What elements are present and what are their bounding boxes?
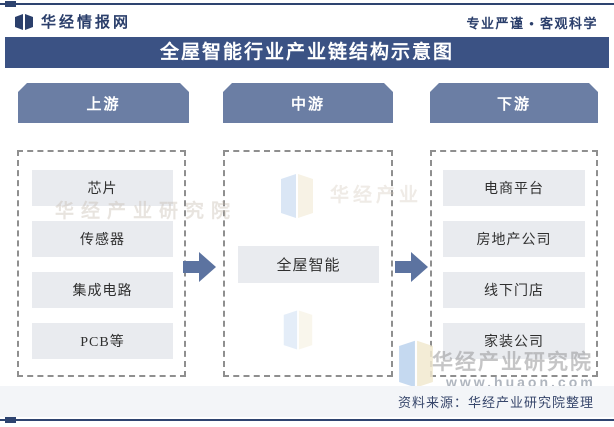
source-bar: 资料来源：华经产业研究院整理: [0, 386, 614, 417]
bottom-divider-line: [0, 419, 614, 421]
page-title: 全屋智能行业产业链结构示意图: [5, 37, 609, 68]
header-slogan: 专业严谨 • 客观科学: [466, 16, 598, 31]
brand: 华经情报网: [14, 11, 131, 32]
bottom-divider-cap: [5, 417, 16, 423]
upstream-item: 传感器: [32, 221, 173, 257]
upstream-item: 集成电路: [32, 272, 173, 308]
downstream-group-box: [430, 150, 598, 377]
downstream-item: 房地产公司: [443, 221, 585, 257]
column-header-upstream: 上游: [18, 83, 189, 123]
source-text: 资料来源：华经产业研究院整理: [397, 395, 594, 410]
top-divider-cap: [5, 1, 16, 7]
brand-name: 华经情报网: [41, 15, 132, 31]
midstream-group-box: [223, 150, 393, 377]
downstream-item: 电商平台: [443, 170, 585, 206]
upstream-item: PCB等: [32, 323, 173, 359]
right-arrow-icon: [395, 252, 428, 282]
downstream-item: 线下门店: [443, 272, 585, 308]
upstream-item: 芯片: [32, 170, 173, 206]
downstream-item: 家装公司: [443, 323, 585, 359]
midstream-item: 全屋智能: [238, 246, 379, 283]
column-header-midstream: 中游: [223, 83, 393, 123]
right-arrow-icon: [183, 252, 216, 282]
column-header-downstream: 下游: [430, 83, 598, 123]
top-divider-line: [0, 3, 614, 5]
open-book-logo-icon: [15, 13, 33, 30]
